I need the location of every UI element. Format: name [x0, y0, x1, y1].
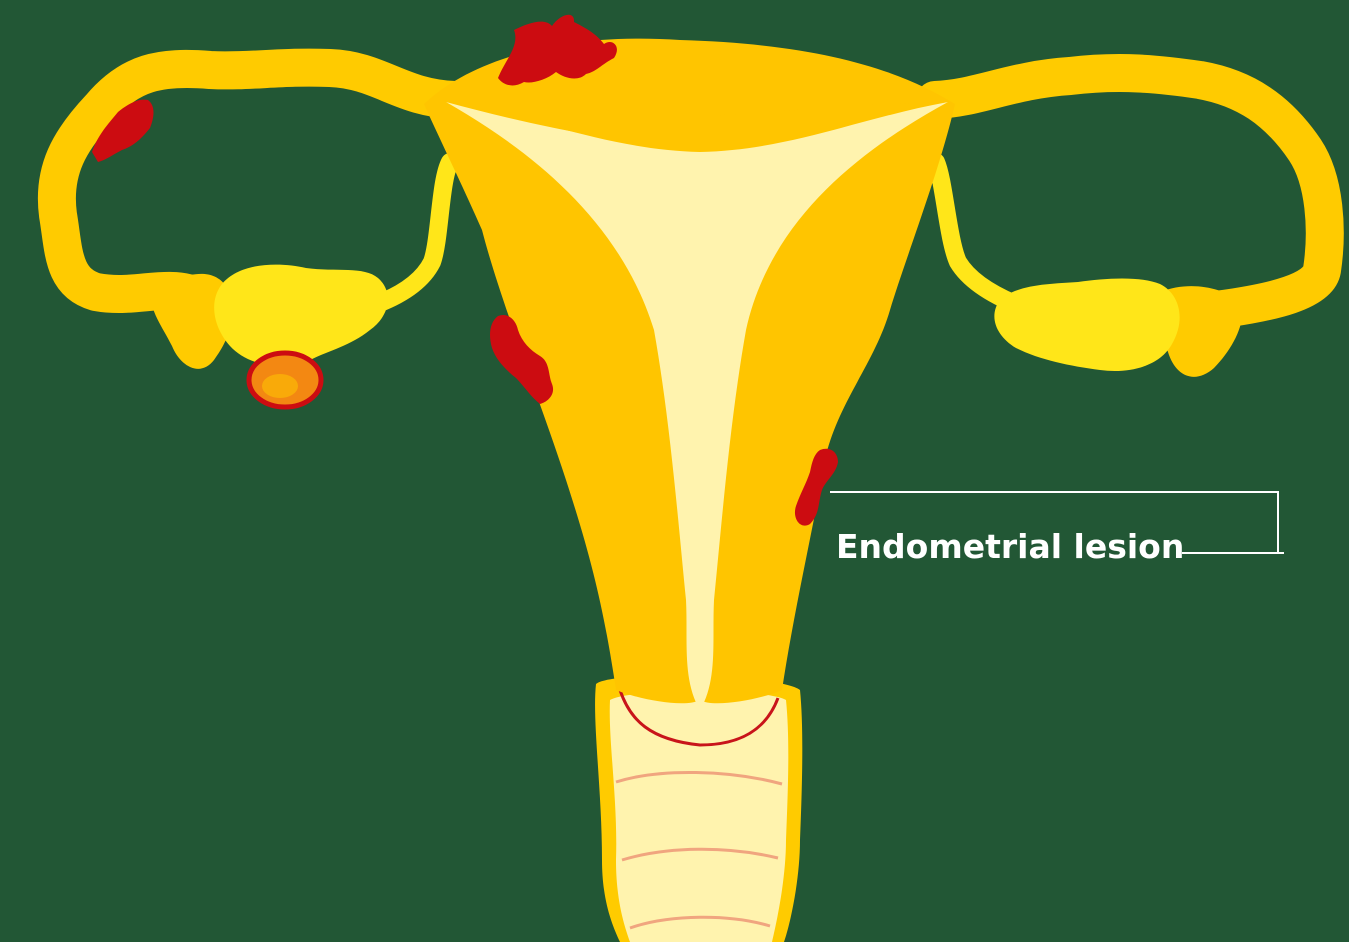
endometrial-lesion-label: Endometrial lesion — [836, 524, 1184, 570]
